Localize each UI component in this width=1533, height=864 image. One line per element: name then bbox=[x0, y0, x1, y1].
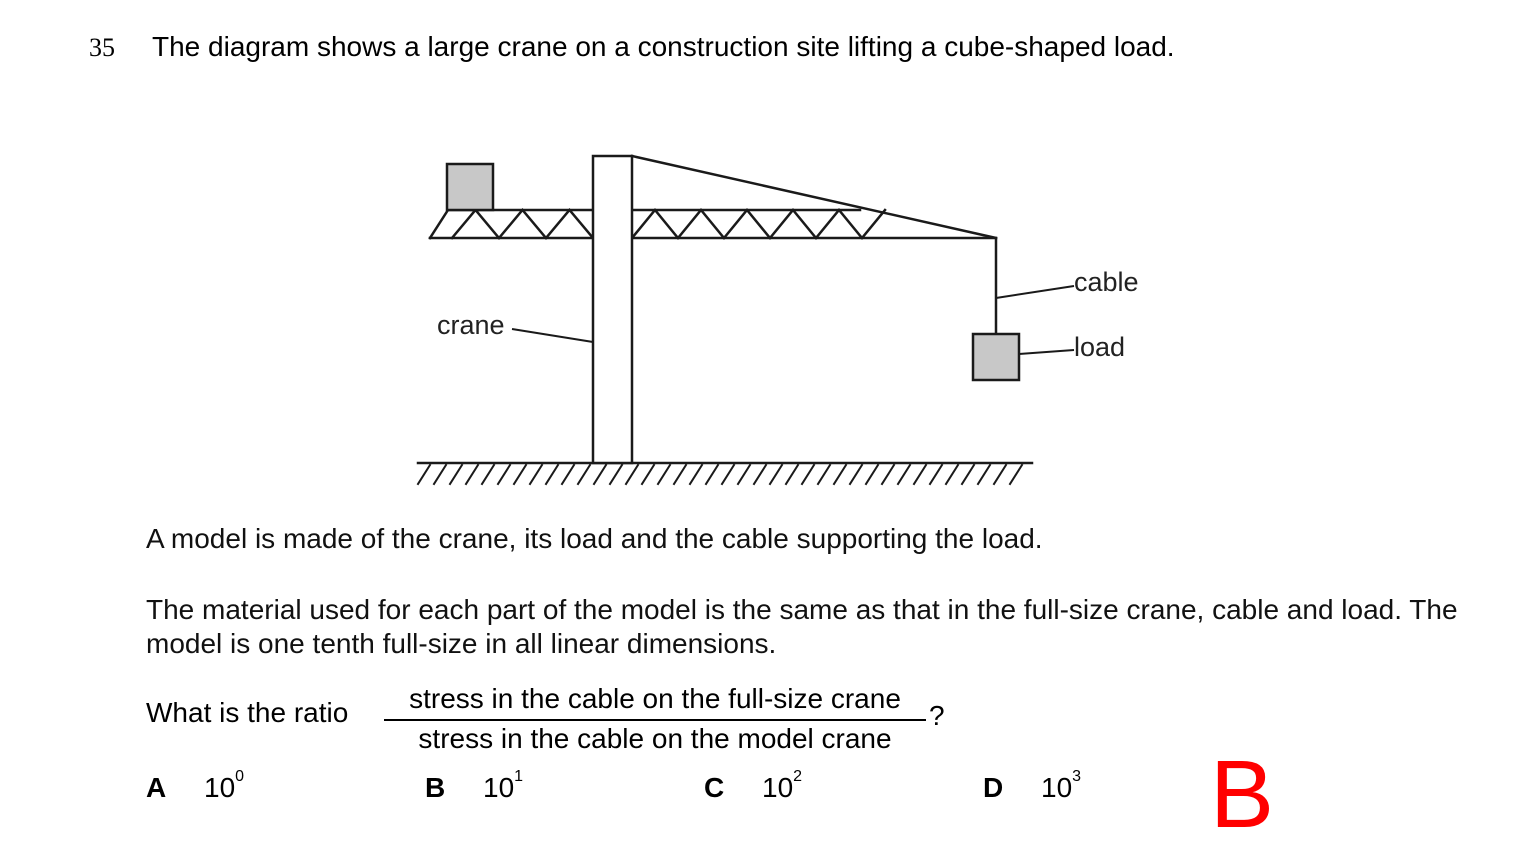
counterweight-block bbox=[445, 162, 495, 212]
option-d[interactable]: D 103 bbox=[983, 768, 1081, 804]
hatch-stroke bbox=[624, 463, 640, 486]
load-label: load bbox=[1074, 332, 1125, 362]
hatch-stroke bbox=[560, 463, 576, 486]
option-a-exponent: 0 bbox=[235, 768, 245, 785]
option-a[interactable]: A 100 bbox=[146, 768, 244, 804]
paragraph-model: A model is made of the crane, its load a… bbox=[146, 523, 1043, 554]
option-a-letter: A bbox=[146, 772, 167, 803]
option-c-letter: C bbox=[704, 772, 725, 803]
hatch-stroke bbox=[528, 463, 544, 486]
hatch-stroke bbox=[800, 463, 816, 486]
hatch-stroke bbox=[432, 463, 448, 486]
load-block bbox=[971, 332, 1021, 382]
hatch-stroke bbox=[496, 463, 512, 486]
option-d-base: 10 bbox=[1041, 772, 1073, 803]
hatch-stroke bbox=[672, 463, 688, 486]
hatch-stroke bbox=[928, 463, 944, 486]
hatch-stroke bbox=[960, 463, 976, 486]
hatch-stroke bbox=[576, 463, 592, 486]
hatch-stroke bbox=[688, 463, 704, 486]
paragraph-material: The material used for each part of the m… bbox=[146, 594, 1458, 659]
hatch-stroke bbox=[416, 463, 432, 486]
hatch-stroke bbox=[592, 463, 608, 486]
hatch-stroke bbox=[448, 463, 464, 486]
question-number: 35 bbox=[89, 33, 115, 62]
crane-mast bbox=[591, 154, 634, 465]
option-c[interactable]: C 102 bbox=[704, 768, 802, 804]
question-mark: ? bbox=[929, 700, 945, 731]
hatch-stroke bbox=[1008, 463, 1024, 486]
jib-left-end bbox=[428, 208, 450, 240]
question-prompt: The diagram shows a large crane on a con… bbox=[152, 31, 1175, 62]
ratio-lead-text: What is the ratio bbox=[146, 697, 349, 728]
fraction-numerator: stress in the cable on the full-size cra… bbox=[384, 683, 926, 721]
cable-leader bbox=[995, 285, 1075, 299]
load-leader bbox=[1018, 349, 1075, 355]
hatch-stroke bbox=[880, 463, 896, 486]
marked-answer: B bbox=[1210, 741, 1275, 848]
fraction-denominator: stress in the cable on the model crane bbox=[418, 723, 892, 754]
hatch-stroke bbox=[720, 463, 736, 486]
option-b-base: 10 bbox=[483, 772, 515, 803]
stress-ratio-fraction: stress in the cable on the full-size cra… bbox=[384, 683, 926, 755]
option-b[interactable]: B 101 bbox=[425, 768, 523, 804]
option-d-letter: D bbox=[983, 772, 1004, 803]
hatch-stroke bbox=[768, 463, 784, 486]
ground-hatching bbox=[416, 463, 1024, 486]
hatch-stroke bbox=[640, 463, 656, 486]
truss-segment bbox=[630, 208, 887, 240]
hatch-stroke bbox=[544, 463, 560, 486]
crane-label: crane bbox=[437, 310, 505, 340]
option-c-exponent: 2 bbox=[793, 768, 803, 785]
hatch-stroke bbox=[816, 463, 832, 486]
hatch-stroke bbox=[976, 463, 992, 486]
cable-label: cable bbox=[1074, 267, 1139, 297]
jib-tie bbox=[630, 154, 998, 240]
hatch-stroke bbox=[736, 463, 752, 486]
hatch-stroke bbox=[608, 463, 624, 486]
option-b-exponent: 1 bbox=[514, 768, 524, 785]
hatch-stroke bbox=[864, 463, 880, 486]
hatch-stroke bbox=[896, 463, 912, 486]
jib-truss-zigzag bbox=[450, 208, 887, 240]
crane-leader bbox=[511, 328, 594, 343]
truss-segment bbox=[450, 208, 595, 240]
hatch-stroke bbox=[656, 463, 672, 486]
option-d-exponent: 3 bbox=[1072, 768, 1082, 785]
hatch-stroke bbox=[992, 463, 1008, 486]
option-b-letter: B bbox=[425, 772, 446, 803]
hatch-stroke bbox=[944, 463, 960, 486]
hatch-stroke bbox=[704, 463, 720, 486]
option-a-base: 10 bbox=[204, 772, 236, 803]
hatch-stroke bbox=[912, 463, 928, 486]
hatch-stroke bbox=[480, 463, 496, 486]
hatch-stroke bbox=[848, 463, 864, 486]
hatch-stroke bbox=[784, 463, 800, 486]
option-c-base: 10 bbox=[762, 772, 794, 803]
hatch-stroke bbox=[464, 463, 480, 486]
hatch-stroke bbox=[512, 463, 528, 486]
hatch-stroke bbox=[832, 463, 848, 486]
hatch-stroke bbox=[752, 463, 768, 486]
